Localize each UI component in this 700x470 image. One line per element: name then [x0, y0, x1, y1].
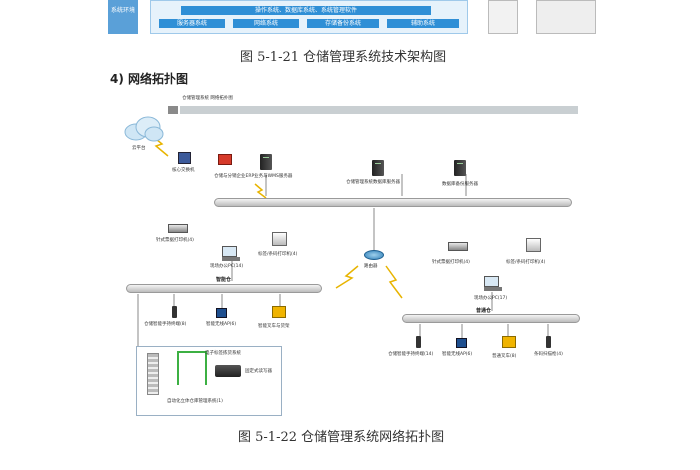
router-label: 路由器 — [364, 264, 378, 269]
forklift-left-label: 智能叉车与货架 — [258, 324, 290, 329]
ap-right-label: 智能无线AP(6) — [442, 352, 473, 357]
backbone-bar — [214, 198, 572, 207]
storage-rack-icon — [147, 353, 159, 395]
arch-bar-aux: 辅助系统 — [387, 19, 459, 28]
header-strip — [180, 106, 578, 114]
figure-caption-topology: 图 5-1-22 仓储管理系统网络拓扑图 — [238, 430, 445, 445]
arch-side-label: 系统环境 — [108, 0, 138, 34]
inset-label-a: 电子标签拣货系统 — [205, 351, 241, 356]
forklift-icon — [272, 306, 286, 318]
ap-left-label: 智能无线AP(6) — [206, 322, 237, 327]
label-printer-left-label: 标签/条码打印机(4) — [258, 252, 298, 257]
label-printer-icon — [526, 238, 541, 252]
arch-bar-storage: 存储备份系统 — [307, 19, 379, 28]
topology-diagram: 仓储管理系统 网络拓扑图 云平台 核心交换机 仓储与分销企业ERP业务与WMS服… — [110, 96, 588, 418]
scanner-left-label: 仓储智能手持终端(8) — [144, 322, 187, 327]
dot-matrix-printer-icon — [448, 242, 468, 251]
pc-right-label: 现场办公PC(17) — [474, 296, 508, 301]
diagram-header: 仓储管理系统 网络拓扑图 — [182, 96, 233, 101]
arch-bar-server: 服务器系统 — [159, 19, 225, 28]
handheld-scanner-icon — [416, 336, 421, 348]
zone-left-label: 智能仓 — [216, 277, 232, 283]
section-heading: 4) 网络拓扑图 — [110, 72, 189, 86]
header-strip — [168, 106, 178, 114]
forklift-icon — [502, 336, 516, 348]
router-icon — [364, 250, 384, 260]
pc-icon — [484, 276, 502, 291]
printer-right-label: 针式票据打印机(4) — [432, 260, 470, 265]
dot-matrix-printer-icon — [168, 224, 188, 233]
app-server-icon — [260, 154, 272, 170]
inset-label-c: 自动化立体仓库管理系统(1) — [167, 399, 223, 404]
arch-side-box — [488, 0, 518, 34]
forklift-right-label: 普通叉车(8) — [492, 354, 517, 359]
printer-left-label: 针式票据打印机(4) — [156, 238, 194, 243]
barcode-gun-icon — [546, 336, 551, 348]
backup-server-label: 数据库备份服务器 — [442, 182, 478, 187]
automated-warehouse-inset: 电子标签拣货系统 固定式读写器 自动化立体仓库管理系统(1) — [136, 346, 282, 416]
arch-bar-network: 网络系统 — [233, 19, 299, 28]
core-switch-label: 核心交换机 — [172, 168, 195, 173]
db-server-label: 仓储管理系统数据库服务器 — [346, 180, 400, 185]
inset-label-b: 固定式读写器 — [245, 369, 272, 374]
zone-bar-right — [402, 314, 580, 323]
gate-reader-icon — [177, 351, 207, 385]
arch-main-panel: 操作系统、数据库系统、系统管理软件 服务器系统 网络系统 存储备份系统 辅助系统 — [150, 0, 468, 34]
fixed-reader-icon — [215, 365, 241, 377]
db-server-icon — [372, 160, 384, 176]
firewall-icon — [218, 154, 232, 165]
zone-bar-left — [126, 284, 322, 293]
figure-caption-architecture: 图 5-1-21 仓储管理系统技术架构图 — [240, 50, 447, 65]
pc-icon — [222, 246, 240, 261]
scanner-right-label: 仓储智能手持终端(14) — [388, 352, 434, 357]
zone-right-label: 普通仓 — [476, 308, 492, 314]
app-server-label: 仓储与分销企业ERP业务与WMS服务器 — [214, 174, 293, 179]
gun-right-label: 条码扫描枪(4) — [534, 352, 563, 357]
label-printer-right-label: 标签/条码打印机(4) — [506, 260, 546, 265]
wireless-ap-icon — [216, 308, 227, 318]
arch-side-box — [536, 0, 596, 34]
cloud-icon — [124, 116, 164, 142]
wireless-ap-icon — [456, 338, 467, 348]
core-switch-icon — [178, 152, 191, 164]
handheld-scanner-icon — [172, 306, 177, 318]
arch-bar-os: 操作系统、数据库系统、系统管理软件 — [181, 6, 431, 15]
label-printer-icon — [272, 232, 287, 246]
backup-server-icon — [454, 160, 466, 176]
pc-left-label: 现场办公PC(14) — [210, 264, 244, 269]
cloud-label: 云平台 — [132, 146, 146, 151]
